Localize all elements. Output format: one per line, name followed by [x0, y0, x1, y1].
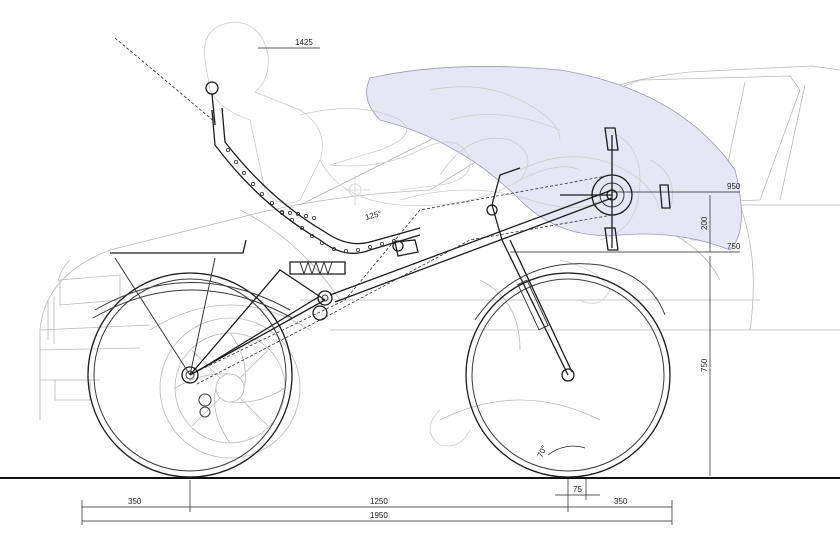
bike-frame [110, 81, 671, 418]
dim-overall-length: 1950 [370, 511, 388, 520]
dim-bb-height: 950 [727, 182, 741, 191]
sight-line [114, 37, 216, 123]
rider-silhouette [203, 21, 673, 447]
dim-rear-overhang: 350 [128, 497, 142, 506]
dim-750-vertical: 750 [700, 358, 709, 372]
dim-wheelbase: 1250 [370, 497, 388, 506]
dim-200: 200 [700, 216, 709, 230]
dim-fork-angle: 70° [536, 444, 549, 459]
dim-trail: 75 [573, 485, 582, 494]
dim-front-overhang: 350 [614, 497, 628, 506]
rear-wheel [87, 272, 293, 478]
dimension-lines: 1425 125° 950 200 750 750 70° 75 350 125… [81, 38, 741, 525]
dim-rider-top: 1425 [295, 38, 313, 47]
front-wheel [465, 263, 671, 478]
dim-750-top: 750 [727, 242, 741, 251]
dim-seat-angle: 125° [364, 209, 382, 222]
